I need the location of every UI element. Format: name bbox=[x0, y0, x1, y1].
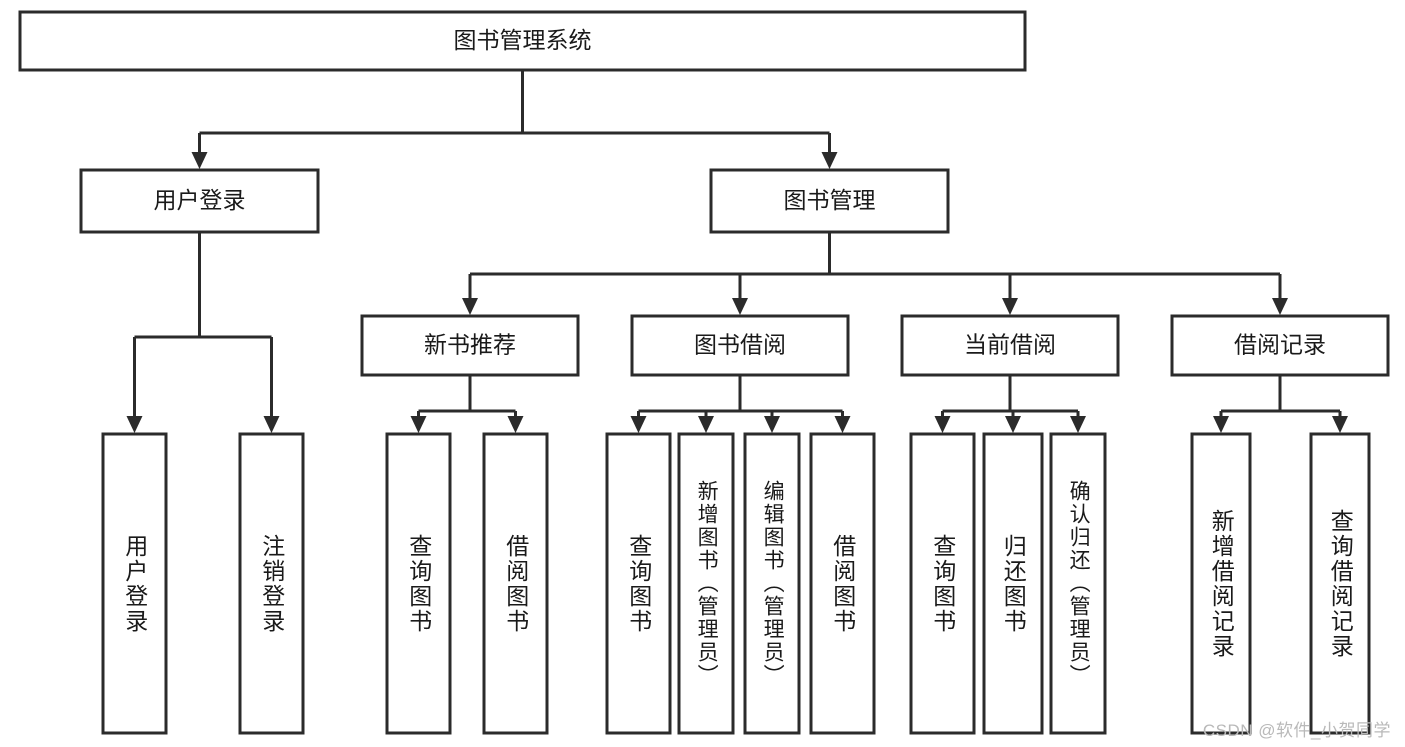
node-label-book-borrow: 图书借阅 bbox=[694, 332, 786, 358]
node-leaf-add-book[interactable] bbox=[677, 432, 735, 735]
edges-layer bbox=[126, 70, 1348, 433]
arrow-head-bookmgmt-0 bbox=[462, 298, 478, 315]
node-box-borrow-record bbox=[1170, 314, 1390, 377]
arrow-head-leaf-book-borrow-3 bbox=[834, 416, 851, 433]
node-box-leaf-query-book-3 bbox=[909, 432, 976, 735]
node-box-leaf-return-book bbox=[982, 432, 1044, 735]
arrow-head-leaf-book-borrow-0 bbox=[630, 416, 647, 433]
node-box-new-book-recommend bbox=[360, 314, 580, 377]
node-box-leaf-user-login bbox=[101, 432, 168, 735]
node-box-user-login bbox=[79, 168, 320, 234]
arrow-head-bookmgmt-1 bbox=[732, 298, 748, 315]
node-box-leaf-query-borrow-record bbox=[1309, 432, 1371, 735]
node-label-borrow-record: 借阅记录 bbox=[1234, 332, 1326, 358]
node-label-book-management: 图书管理 bbox=[784, 187, 876, 213]
arrow-head-leaf-new-book-recommend-0 bbox=[410, 416, 427, 433]
node-leaf-return-book[interactable] bbox=[982, 432, 1044, 735]
watermark-text: CSDN @软件_小贺同学 bbox=[1202, 721, 1391, 740]
node-leaf-query-book-3[interactable] bbox=[909, 432, 976, 735]
arrow-head-bookmgmt-2 bbox=[1002, 298, 1018, 315]
node-leaf-confirm-return[interactable] bbox=[1049, 432, 1107, 735]
node-book-management[interactable]: 图书管理 bbox=[709, 168, 950, 234]
node-box-leaf-add-borrow-record bbox=[1190, 432, 1252, 735]
arrow-head-bookmgmt-3 bbox=[1272, 298, 1288, 315]
arrow-head-leaf-book-borrow-2 bbox=[764, 416, 780, 433]
node-current-borrow[interactable]: 当前借阅 bbox=[900, 314, 1120, 377]
arrow-head-leaf-new-book-recommend-1 bbox=[507, 416, 524, 433]
arrow-head-leaf-borrow-record-0 bbox=[1213, 416, 1229, 433]
node-box-current-borrow bbox=[900, 314, 1120, 377]
arrow-head-leaf-current-borrow-2 bbox=[1070, 416, 1086, 433]
arrow-head-leaf-user-login-1 bbox=[263, 416, 280, 433]
node-leaf-add-borrow-record[interactable] bbox=[1190, 432, 1252, 735]
node-leaf-query-borrow-record[interactable] bbox=[1309, 432, 1371, 735]
node-box-root bbox=[18, 10, 1027, 72]
node-box-book-management bbox=[709, 168, 950, 234]
arrow-head-leaf-current-borrow-0 bbox=[934, 416, 951, 433]
node-root[interactable]: 图书管理系统 bbox=[18, 10, 1027, 72]
node-leaf-borrow-book-2[interactable] bbox=[809, 432, 876, 735]
arrow-head-root-0 bbox=[191, 152, 208, 169]
node-box-book-borrow bbox=[630, 314, 850, 377]
node-user-login[interactable]: 用户登录 bbox=[79, 168, 320, 234]
arrow-head-leaf-borrow-record-1 bbox=[1332, 416, 1348, 433]
node-box-leaf-add-book bbox=[677, 432, 735, 735]
node-box-leaf-edit-book bbox=[743, 432, 801, 735]
node-box-leaf-confirm-return bbox=[1049, 432, 1107, 735]
node-leaf-user-login[interactable] bbox=[101, 432, 168, 735]
node-leaf-edit-book[interactable] bbox=[743, 432, 801, 735]
node-leaf-borrow-book-1[interactable] bbox=[482, 432, 549, 735]
arrow-head-root-1 bbox=[821, 152, 838, 169]
arrow-head-leaf-user-login-0 bbox=[126, 416, 143, 433]
node-label-root: 图书管理系统 bbox=[454, 27, 592, 53]
node-new-book-recommend[interactable]: 新书推荐 bbox=[360, 314, 580, 377]
node-book-borrow[interactable]: 图书借阅 bbox=[630, 314, 850, 377]
arrow-head-leaf-current-borrow-1 bbox=[1005, 416, 1021, 433]
node-box-leaf-borrow-book-1 bbox=[482, 432, 549, 735]
node-borrow-record[interactable]: 借阅记录 bbox=[1170, 314, 1390, 377]
node-label-new-book-recommend: 新书推荐 bbox=[424, 332, 516, 358]
node-box-leaf-query-book-2 bbox=[605, 432, 672, 735]
node-leaf-query-book-2[interactable] bbox=[605, 432, 672, 735]
node-label-user-login: 用户登录 bbox=[154, 187, 246, 213]
node-box-leaf-query-book-1 bbox=[385, 432, 452, 735]
node-leaf-logout[interactable] bbox=[238, 432, 305, 735]
node-label-current-borrow: 当前借阅 bbox=[964, 332, 1056, 358]
node-leaf-query-book-1[interactable] bbox=[385, 432, 452, 735]
node-box-leaf-borrow-book-2 bbox=[809, 432, 876, 735]
node-box-leaf-logout bbox=[238, 432, 305, 735]
arrow-head-leaf-book-borrow-1 bbox=[698, 416, 714, 433]
